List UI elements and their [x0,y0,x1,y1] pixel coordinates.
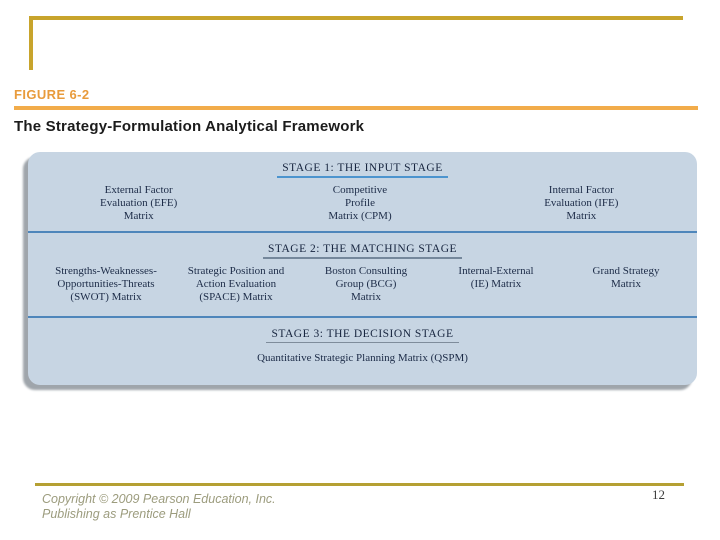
item-text-line: Matrix [351,291,381,303]
item-ie-matrix: Internal-External (IE) Matrix [431,265,561,291]
item-text-line: External Factor [104,184,173,196]
item-text-line: Profile [345,197,375,209]
stage-3-header: STAGE 3: THE DECISION STAGE [28,318,697,343]
figure-label: FIGURE 6-2 [14,87,90,102]
item-text-line: Internal Factor [548,184,614,196]
item-space-matrix: Strategic Position and Action Evaluation… [171,265,301,304]
stage-3-header-text: STAGE 3: THE DECISION STAGE [266,328,459,343]
stage-3-items: Quantitative Strategic Planning Matrix (… [28,352,697,365]
item-text-line: Matrix [123,210,154,222]
item-text-line: Strengths-Weaknesses- [55,265,157,277]
corner-accent-line [29,16,683,70]
page-number: 12 [652,487,665,502]
stage-2-items: Strengths-Weaknesses- Opportunities-Thre… [28,265,697,304]
stage-2-matching-stage: STAGE 2: THE MATCHING STAGE Strengths-We… [28,233,697,318]
stage-2-header-text: STAGE 2: THE MATCHING STAGE [262,243,463,259]
copyright-line-2: Publishing as Prentice Hall [42,506,191,521]
stage-3-decision-stage: STAGE 3: THE DECISION STAGE Quantitative… [28,318,697,383]
item-text-line: Matrix (CPM) [328,210,392,222]
item-text-line: Action Evaluation [195,278,277,290]
item-text-line: Grand Strategy [592,265,660,277]
stage-1-input-stage: STAGE 1: THE INPUT STAGE External Factor… [28,152,697,233]
item-text-line: Evaluation (EFE) [100,197,178,209]
footer-rule [35,483,684,486]
stage-2-header: STAGE 2: THE MATCHING STAGE [28,233,697,259]
item-text-line: (SPACE) Matrix [199,291,273,303]
copyright-line-1: Copyright © 2009 Pearson Education, Inc. [42,492,276,506]
item-text-line: Matrix [566,210,597,222]
item-bcg-matrix: Boston Consulting Group (BCG) Matrix [301,265,431,304]
figure-label-rule [14,106,698,110]
stage-1-items: External Factor Evaluation (EFE) Matrix … [28,184,697,223]
item-text-line: Quantitative Strategic Planning Matrix (… [257,352,468,364]
item-text-line: Strategic Position and [187,265,285,277]
item-qspm-matrix: Quantitative Strategic Planning Matrix (… [28,352,697,365]
item-text-line: Evaluation (IFE) [544,197,619,209]
item-efe-matrix: External Factor Evaluation (EFE) Matrix [28,184,249,223]
item-text-line: (SWOT) Matrix [70,291,142,303]
item-text-line: Group (BCG) [335,278,397,290]
framework-panel: STAGE 1: THE INPUT STAGE External Factor… [28,152,697,385]
item-text-line: Boston Consulting [324,265,408,277]
item-cpm-matrix: Competitive Profile Matrix (CPM) [249,184,470,223]
item-swot-matrix: Strengths-Weaknesses- Opportunities-Thre… [41,265,171,304]
stage-1-header: STAGE 1: THE INPUT STAGE [28,152,697,178]
slide-title: The Strategy-Formulation Analytical Fram… [14,118,365,135]
copyright-notice: Copyright © 2009 Pearson Education, Inc.… [42,492,276,521]
item-text-line: Internal-External [458,265,534,277]
item-text-line: Competitive [332,184,388,196]
item-text-line: Matrix [611,278,641,290]
item-grand-strategy-matrix: Grand Strategy Matrix [561,265,691,291]
item-text-line: (IE) Matrix [470,278,522,290]
stage-1-header-text: STAGE 1: THE INPUT STAGE [277,162,448,178]
item-text-line: Opportunities-Threats [57,278,155,290]
item-ife-matrix: Internal Factor Evaluation (IFE) Matrix [471,184,692,223]
